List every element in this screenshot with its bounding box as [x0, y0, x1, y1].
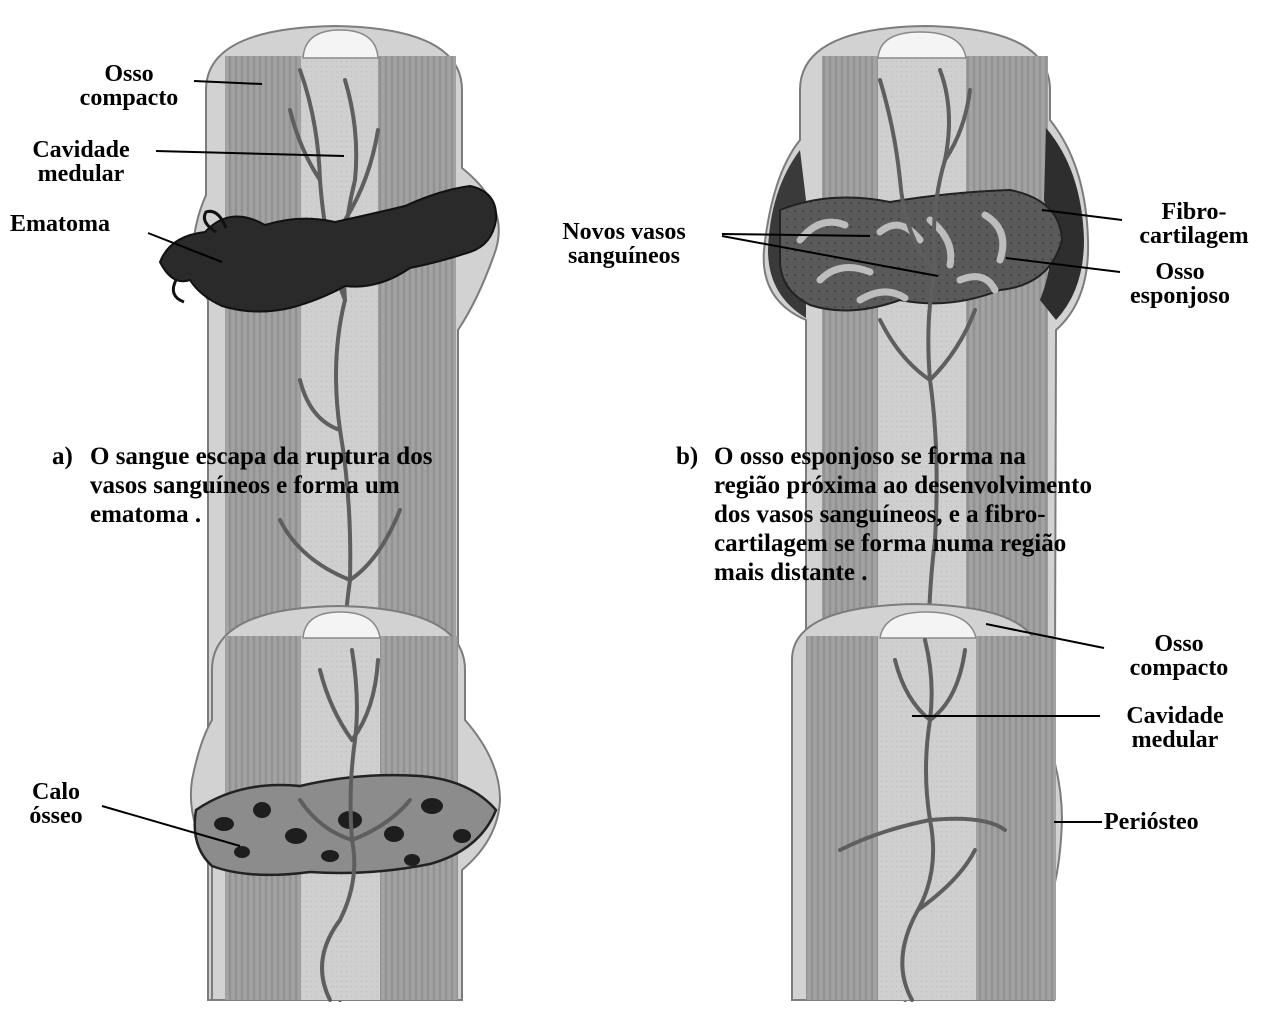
label-b-novos-vasos: Novos vasos sanguíneos: [526, 220, 722, 268]
caption-a-letter: a): [52, 442, 73, 471]
label-c-calo-line2: ósseo: [12, 804, 100, 828]
panel-d-compact-bone-left: [806, 636, 878, 1000]
label-b-esponjoso-line2: esponjoso: [1116, 284, 1244, 308]
label-c-calo-line1: Calo: [12, 780, 100, 804]
label-c-calo-osseo: Calo ósseo: [12, 780, 100, 828]
caption-b-line5: mais distante .: [714, 558, 1092, 587]
label-a-cavidade-line1: Cavidade: [8, 138, 154, 162]
label-a-osso-compacto-line2: compacto: [70, 86, 188, 110]
label-b-esponjoso-line1: Osso: [1116, 260, 1244, 284]
label-a-cavidade-medular: Cavidade medular: [8, 138, 154, 186]
caption-a-line1: O sangue escapa da ruptura dos: [90, 442, 432, 471]
label-d-periosteo: Periósteo: [1104, 810, 1199, 834]
label-d-osso-compacto-line1: Osso: [1104, 632, 1254, 656]
panel-d-compact-bone-right: [976, 636, 1056, 1000]
label-a-osso-compacto: Osso compacto: [70, 62, 188, 110]
label-d-osso-compacto-line2: compacto: [1104, 656, 1254, 680]
caption-b-line2: região próxima ao desenvolvimento: [714, 471, 1092, 500]
label-b-osso-esponjoso: Osso esponjoso: [1116, 260, 1244, 308]
label-d-cavidade-medular: Cavidade medular: [1100, 704, 1250, 752]
caption-a-line3: ematoma .: [90, 500, 432, 529]
caption-a: a) O sangue escapa da ruptura dos vasos …: [52, 442, 432, 529]
label-d-cavidade-line2: medular: [1100, 728, 1250, 752]
label-b-novos-vasos-line1: Novos vasos: [526, 220, 722, 244]
caption-b-line4: cartilagem se forma numa região: [714, 529, 1092, 558]
caption-a-line2: vasos sanguíneos e forma um: [90, 471, 432, 500]
panel-d-healed-bone: [792, 604, 1062, 1000]
caption-b-line3: dos vasos sanguíneos, e a fibro-: [714, 500, 1092, 529]
label-b-fibro-line1: Fibro-: [1124, 200, 1264, 224]
label-b-fibro-line2: cartilagem: [1124, 224, 1264, 248]
caption-b-letter: b): [676, 442, 698, 471]
panel-c-bony-callus: [191, 606, 500, 1000]
caption-b: b) O osso esponjoso se forma na região p…: [676, 442, 1092, 587]
label-b-novos-vasos-line2: sanguíneos: [526, 244, 722, 268]
label-b-fibrocartilagem: Fibro- cartilagem: [1124, 200, 1264, 248]
label-a-osso-compacto-line1: Osso: [70, 62, 188, 86]
caption-b-line1: O osso esponjoso se forma na: [714, 442, 1092, 471]
label-d-osso-compacto: Osso compacto: [1104, 632, 1254, 680]
label-d-cavidade-line1: Cavidade: [1100, 704, 1250, 728]
label-a-cavidade-line2: medular: [8, 162, 154, 186]
label-a-ematoma: Ematoma: [10, 212, 110, 236]
